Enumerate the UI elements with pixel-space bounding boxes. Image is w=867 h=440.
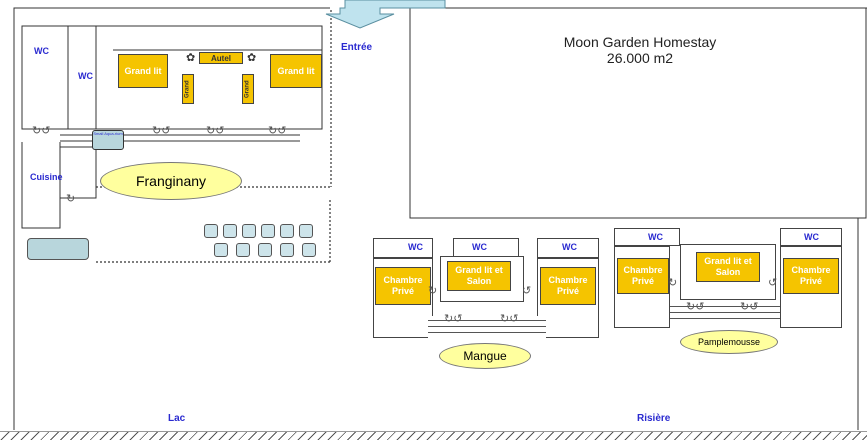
mangue-chambre-left: Chambre Privé [375,267,431,305]
mangue-ellipse: Mangue [439,343,531,369]
cuisine-label: Cuisine [30,172,63,182]
vertical-bed-right: Grand [242,74,254,104]
homestay-name: Moon Garden Homestay [563,34,717,50]
small-aquarium-label: Small Aqua-rium [93,131,123,136]
wc-2-label: WC [78,71,93,81]
pamplemousse-name: Pamplemousse [697,337,761,347]
pamplemousse-ellipse: Pamplemousse [680,330,778,354]
door-swirl-icon: ↻ [428,285,438,297]
door-swirl-icon: ↻↺ [444,313,463,325]
jars-row-1 [204,224,313,243]
mangue-wc-right [537,238,599,258]
pamplemousse-wc-right-label: WC [804,232,819,242]
mangue-wc-left-label: WC [408,242,423,252]
pamplemousse-wc-left-label: WC [648,232,663,242]
riviere-label: Risière [637,413,671,424]
grand-lit-right-label: Grand lit [277,65,315,76]
entrance-label: Entrée [341,42,373,53]
wc-1-label: WC [34,46,49,56]
mangue-chambre-right: Chambre Privé [540,267,596,305]
vertical-bed-left-label: Grand [184,80,191,98]
autel-flower-left-icon: ✿ [186,52,196,64]
mangue-chambre-right-label: Chambre Privé [548,275,588,296]
door-swirl-icon: ↻↺ [152,125,171,137]
small-aquarium: Small Aqua-rium [92,130,124,150]
mangue-grand-lit: Grand lit et Salon [447,261,511,291]
mangue-grand-lit-label: Grand lit et Salon [455,265,503,286]
grand-lit-right: Grand lit [270,54,322,88]
frangipany-ellipse: Franginany [100,162,242,200]
pamplemousse-terrace [670,304,780,324]
pamplemousse-chambre-left-label: Chambre Privé [623,265,663,286]
door-swirl-icon: ↻↺ [500,313,519,325]
pamplemousse-wc-left [614,228,680,246]
door-swirl-icon: ↻↺ [32,125,51,137]
lac-label: Lac [168,413,186,424]
frangipany-name: Franginany [135,173,207,189]
pamplemousse-grand-lit: Grand lit et Salon [696,252,760,282]
jars-row-2 [214,243,316,262]
pamplemousse-chambre-right: Chambre Privé [783,258,839,294]
pamplemousse-chambre-left: Chambre Privé [617,258,669,294]
mangue-terrace [428,316,546,338]
door-swirl-icon: ↻↺ [206,125,225,137]
autel-label: Autel [211,53,231,63]
grand-lit-left-label: Grand lit [124,65,162,76]
ground-hatch-strip [0,432,867,440]
mangue-wc-right-label: WC [562,242,577,252]
mangue-name: Mangue [463,349,507,363]
mangue-wc-left [373,238,433,258]
door-swirl-icon: ↺ [768,277,778,289]
autel: Autel [199,52,243,64]
pamplemousse-chambre-right-label: Chambre Privé [791,265,831,286]
pool [27,238,89,260]
autel-flower-right-icon: ✿ [247,52,257,64]
mangue-chambre-left-label: Chambre Privé [383,275,423,296]
door-swirl-icon: ↻↺ [268,125,287,137]
homestay-area: 26.000 m2 [606,50,674,66]
door-swirl-icon: ↻ [66,193,76,205]
grand-lit-left: Grand lit [118,54,168,88]
mangue-wc-center-label: WC [472,242,487,252]
pamplemousse-grand-lit-label: Grand lit et Salon [704,256,752,277]
vertical-bed-left: Grand [182,74,194,104]
door-swirl-icon: ↺ [522,285,532,297]
door-swirl-icon: ↻↺ [686,301,705,313]
door-swirl-icon: ↻ [668,277,678,289]
vertical-bed-right-label: Grand [244,80,251,98]
homestay-title: Moon Garden Homestay 26.000 m2 [500,34,780,66]
door-swirl-icon: ↻↺ [740,301,759,313]
pamplemousse-wc-right [780,228,842,246]
